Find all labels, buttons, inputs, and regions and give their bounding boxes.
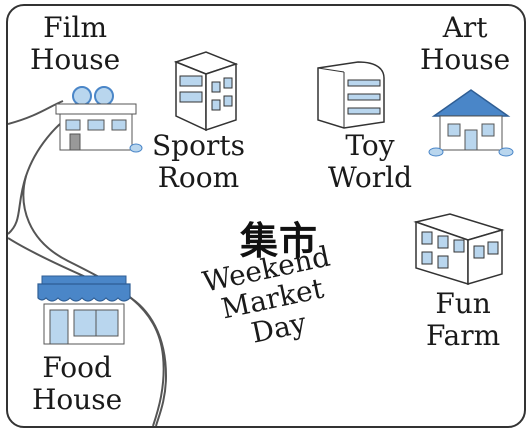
art-house-line1: Art [442,11,488,44]
film-house-line1: Film [43,11,108,44]
sports-room-line1: Sports [152,129,245,162]
sports-room-label: Sports Room [152,130,245,194]
toy-world-label: Toy World [328,130,412,194]
toy-world-line2: World [328,161,412,194]
toy-world-line1: Toy [345,129,395,162]
toy-world-building[interactable] [308,56,392,130]
food-house-line1: Food [42,351,112,384]
art-house-label: Art House [420,12,510,76]
food-house-label: Food House [32,352,122,416]
sports-room-line2: Room [157,161,240,194]
food-house-line2: House [32,383,123,416]
sports-room-building[interactable] [166,50,246,132]
art-house-line2: House [420,43,511,76]
fun-farm-line2: Farm [426,319,501,352]
town-map: Film House Sports Room Toy [6,4,526,428]
film-house-label: Film House [30,12,120,76]
fun-farm-building[interactable] [410,212,506,286]
film-house-line2: House [30,43,121,76]
market-chinese-title: 集市 [240,219,319,263]
fun-farm-label: Fun Farm [426,288,500,352]
food-house-building[interactable] [32,272,136,348]
art-house-building[interactable] [426,86,516,158]
fun-farm-line1: Fun [435,287,491,320]
film-house-building[interactable] [46,84,146,154]
